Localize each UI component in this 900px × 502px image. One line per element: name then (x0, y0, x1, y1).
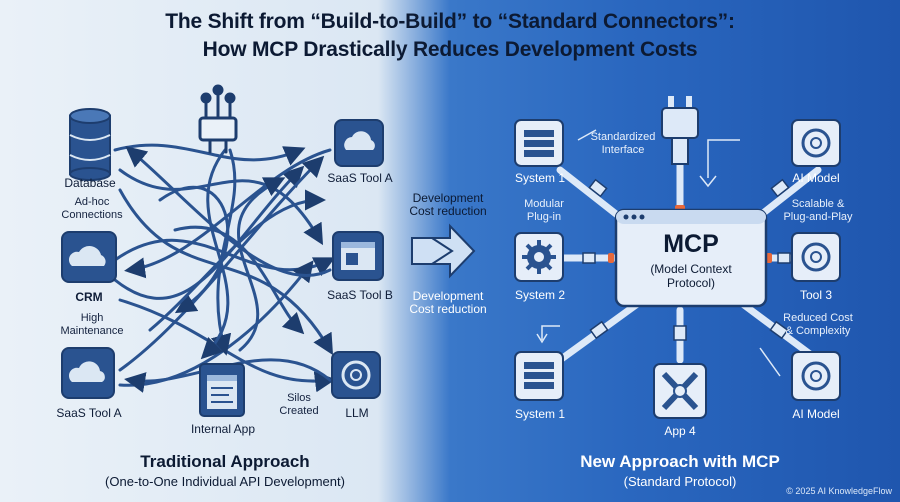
middle-label-bottom: Development Cost reduction (409, 289, 487, 316)
node-crm-label: CRM (75, 290, 103, 304)
transition-arrow-icon (411, 223, 476, 279)
note-reduced: Reduced Cost & Complexity (783, 312, 853, 337)
system1-bottom-icon (514, 351, 564, 401)
node-saas-tool-a-top-label: SaaS Tool A (327, 171, 393, 185)
note-scalable: Scalable & Plug-and-Play (783, 198, 853, 223)
note-maintenance: High Maintenance (60, 312, 124, 337)
mcp-hub-subtitle: (Model Context Protocol) (650, 262, 732, 290)
node-system1-top-label: System 1 (514, 171, 565, 185)
system1-top-icon (514, 119, 564, 167)
note-adhoc: Ad-hoc Connections (61, 196, 123, 221)
guide-arrows (536, 129, 781, 377)
saas-tool-b-icon (332, 231, 384, 281)
note-standardized: Standardized Interface (590, 131, 656, 156)
node-llm-label: LLM (345, 406, 369, 420)
node-ai-model-bottom-label: AI Model (792, 407, 840, 421)
copyright-footer: © 2025 AI KnowledgeFlow (786, 486, 892, 496)
connector-plugs (582, 178, 791, 341)
note-silos: Silos Created (279, 392, 319, 417)
middle-label-top: Development Cost reduction (409, 191, 487, 218)
ai-model-top-icon (791, 119, 841, 167)
node-system1-bottom-label: System 1 (514, 407, 565, 421)
node-database-label: Database (64, 176, 116, 190)
node-system2-label: System 2 (514, 288, 565, 302)
app4-icon (653, 363, 707, 419)
node-saas-tool-a-bottom-label: SaaS Tool A (56, 406, 122, 420)
database-icon (69, 108, 111, 181)
tangled-plug-icon (198, 84, 238, 154)
saas-tool-a-top-icon (334, 119, 384, 167)
title-line-1: The Shift from “Build-to-Build” to “Stan… (165, 10, 735, 33)
right-caption-heading: New Approach with MCP (580, 452, 780, 471)
right-caption-sub: (Standard Protocol) (623, 474, 737, 489)
left-caption-sub: (One-to-One Individual API Development) (105, 474, 345, 489)
llm-icon (331, 351, 381, 399)
title-line-2: How MCP Drastically Reduces Development … (202, 38, 698, 61)
mcp-hub-title: MCP (663, 230, 719, 258)
node-app4-label: App 4 (664, 424, 696, 438)
node-tool3-label: Tool 3 (799, 288, 833, 302)
left-caption-heading: Traditional Approach (140, 452, 310, 471)
node-saas-tool-b-label: SaaS Tool B (327, 288, 393, 302)
node-ai-model-top-label: AI Model (792, 171, 840, 185)
note-modular: Modular Plug-in (524, 198, 564, 223)
node-internal-app-label: Internal App (190, 422, 256, 436)
mcp-hub-window (614, 208, 768, 308)
standard-plug-icon (661, 96, 699, 165)
internal-app-icon (199, 363, 245, 417)
saas-tool-a-bottom-icon (61, 347, 115, 399)
crm-cloud-icon (61, 231, 117, 283)
system2-gear-icon (514, 232, 564, 282)
ai-model-bottom-icon (791, 351, 841, 401)
tool3-icon (791, 232, 841, 282)
